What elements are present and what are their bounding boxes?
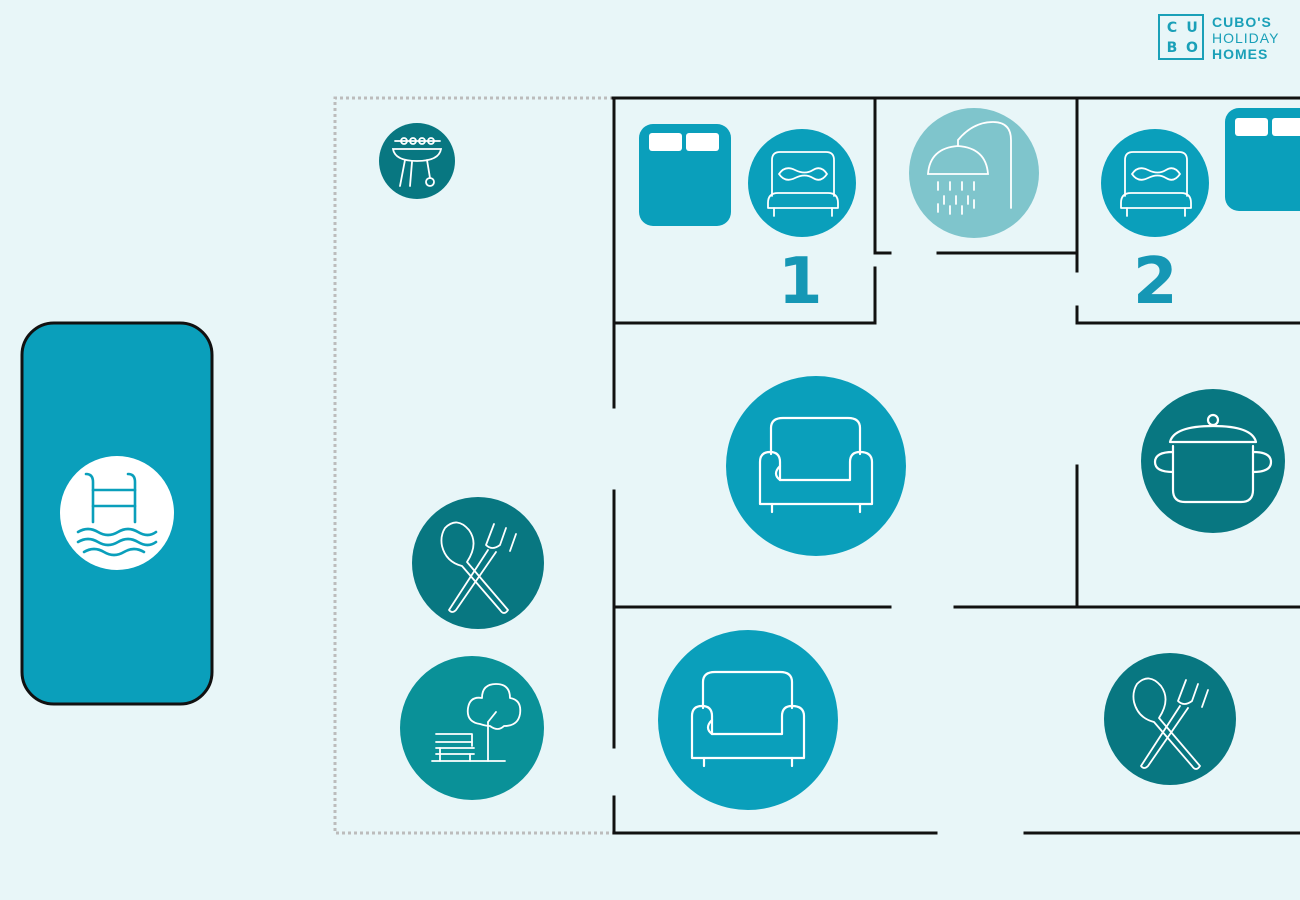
- double-bed-plan: [639, 124, 731, 226]
- bedroom-2-number: 2: [1133, 245, 1178, 319]
- garden-bench-tree-icon: [400, 656, 544, 800]
- barbecue-icon: [379, 123, 455, 199]
- brand-mark-letter: C: [1166, 20, 1178, 36]
- brand-mark: C U B O: [1158, 14, 1204, 60]
- cooking-pot-icon: [1141, 389, 1285, 533]
- brand-logo: C U B O CUBO'S HOLIDAY HOMES: [1158, 14, 1298, 66]
- brand-mark-letter: O: [1186, 40, 1198, 56]
- dining-cutlery-icon: [1104, 653, 1236, 785]
- interior-walls: [611, 96, 1300, 835]
- bedroom-2: [1101, 108, 1300, 237]
- brand-mark-letter: B: [1166, 40, 1178, 56]
- sofa-icon: [658, 630, 838, 810]
- brand-name-line: HOMES: [1212, 46, 1269, 62]
- sofa-icon: [726, 376, 906, 556]
- brand-name: CUBO'S HOLIDAY HOMES: [1212, 14, 1300, 62]
- brand-name-line: HOLIDAY: [1212, 30, 1280, 46]
- brand-name-line: CUBO'S: [1212, 14, 1272, 30]
- terrace-boundary: [333, 96, 613, 835]
- dining-cutlery-icon: [412, 497, 544, 629]
- bedroom-1-number: 1: [778, 245, 823, 319]
- shower-icon: [909, 108, 1039, 238]
- double-bed-icon: [1101, 129, 1209, 237]
- double-bed-plan: [1225, 108, 1300, 211]
- swimming-pool: [20, 321, 214, 706]
- brand-mark-letter: U: [1186, 20, 1198, 36]
- double-bed-icon: [748, 129, 856, 237]
- bedroom-1: [639, 124, 856, 237]
- pool-ladder-icon: [60, 456, 174, 570]
